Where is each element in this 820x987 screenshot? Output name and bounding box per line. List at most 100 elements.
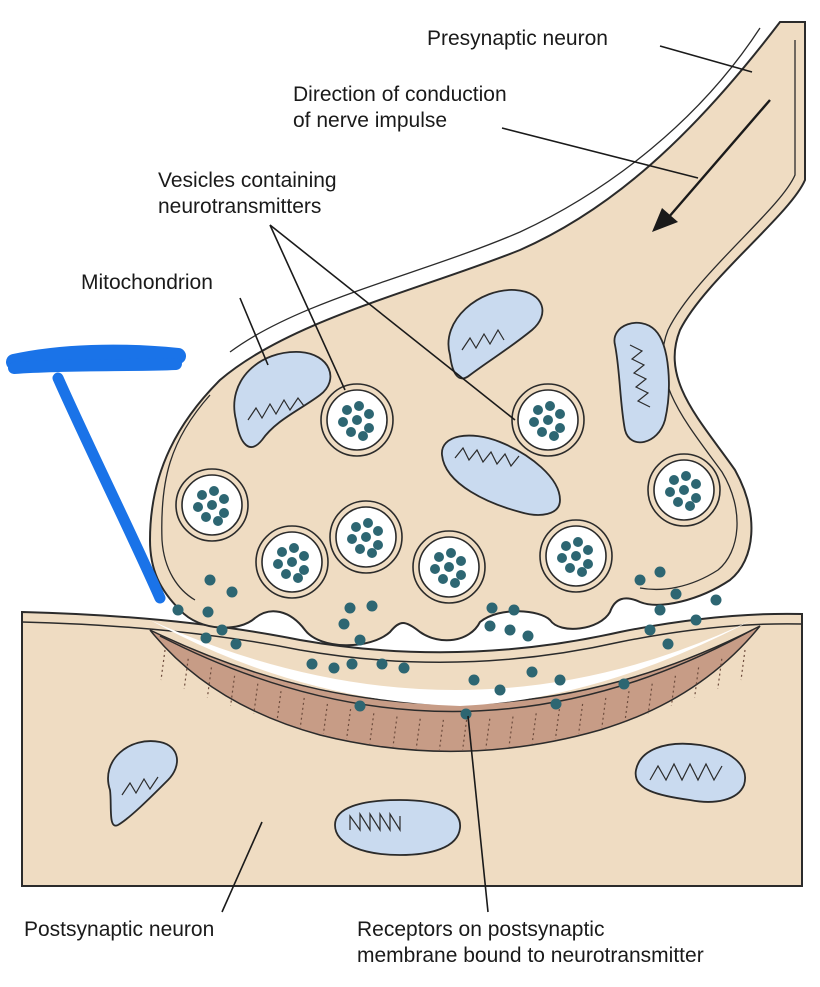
neurotransmitter: [213, 516, 223, 526]
neurotransmitter: [351, 522, 361, 532]
neurotransmitter: [172, 604, 184, 616]
neurotransmitter: [354, 634, 366, 646]
label-receptors-line-2: membrane bound to neurotransmitter: [357, 944, 704, 967]
impulse-direction-arrow: [652, 99, 771, 232]
neurotransmitter: [456, 570, 466, 580]
neurotransmitter: [201, 512, 211, 522]
receptor-dash: [601, 697, 607, 728]
vesicles: [175, 383, 721, 604]
receptor-dash: [717, 658, 723, 689]
neurotransmitter: [460, 708, 472, 720]
neurotransmitter: [344, 602, 356, 614]
neurotransmitter: [665, 487, 675, 497]
receptor-dash: [253, 683, 259, 714]
neurotransmitter: [430, 564, 440, 574]
mitochondria: [107, 289, 746, 856]
free-neurotransmitters: [172, 566, 722, 720]
neurotransmitter: [273, 559, 283, 569]
neurotransmitter: [293, 573, 303, 583]
vesicle: [320, 383, 394, 457]
receptor-dash: [647, 683, 653, 714]
neurotransmitter: [398, 662, 410, 674]
neurotransmitter: [561, 541, 571, 551]
neurotransmitter: [216, 624, 228, 636]
neurotransmitter: [543, 415, 553, 425]
receptor-dash: [299, 697, 305, 728]
receptor-dash: [392, 716, 398, 747]
neurotransmitter: [444, 562, 454, 572]
neurotransmitter: [226, 586, 238, 598]
leader-postsynaptic: [221, 821, 263, 913]
neurotransmitter: [200, 632, 212, 644]
neurotransmitter: [328, 662, 340, 674]
mitochondrion-4: [441, 434, 561, 516]
mitochondrion-1: [233, 351, 332, 448]
neurotransmitter: [197, 490, 207, 500]
neurotransmitter: [355, 544, 365, 554]
neurotransmitter: [554, 674, 566, 686]
neurotransmitter: [299, 551, 309, 561]
receptor-dash: [624, 691, 630, 722]
neurotransmitter: [352, 415, 362, 425]
receptor-dash: [369, 713, 375, 744]
receptor-dash: [160, 649, 166, 681]
neurotransmitter: [338, 618, 350, 630]
neurotransmitter: [583, 559, 593, 569]
neurotransmitter: [545, 401, 555, 411]
receptor-dash: [438, 719, 444, 750]
neurotransmitter: [555, 423, 565, 433]
neurotransmitter: [367, 548, 377, 558]
neurotransmitter: [526, 666, 538, 678]
label-direction-line-1: Direction of conduction: [293, 83, 507, 106]
neurotransmitter: [219, 494, 229, 504]
neurotransmitter: [366, 600, 378, 612]
neurotransmitter: [494, 684, 506, 696]
neurotransmitter: [193, 502, 203, 512]
receptor-dash: [206, 667, 212, 698]
receptor-dash: [740, 649, 746, 681]
neurotransmitter: [373, 540, 383, 550]
postsynaptic-membrane-outer: [21, 621, 803, 663]
neurotransmitter: [654, 604, 666, 616]
neurotransmitter: [557, 553, 567, 563]
receptor-dash: [230, 675, 236, 706]
neurotransmitter: [685, 501, 695, 511]
neurotransmitter: [346, 658, 358, 670]
neurotransmitter: [571, 551, 581, 561]
postsynaptic-membrane-inner: [159, 629, 753, 713]
neurotransmitter: [529, 417, 539, 427]
receptor-dash: [531, 713, 537, 744]
label-vesicles-line-1: Vesicles containing: [158, 169, 337, 192]
label-direction-line-2: of nerve impulse: [293, 109, 448, 132]
neurotransmitter: [669, 475, 679, 485]
neurotransmitter: [522, 630, 534, 642]
neurotransmitter: [537, 427, 547, 437]
neurotransmitter: [434, 552, 444, 562]
neurotransmitter: [673, 497, 683, 507]
neurotransmitter: [230, 638, 242, 650]
neurotransmitter: [577, 567, 587, 577]
leader-direction: [501, 127, 699, 179]
neurotransmitter: [504, 624, 516, 636]
receptor-dash: [670, 675, 676, 706]
neurotransmitter: [486, 602, 498, 614]
neurotransmitter: [446, 548, 456, 558]
presynaptic-membrane-inner: [161, 40, 796, 601]
receptor-dash: [694, 667, 700, 698]
label-receptors-line-1: Receptors on postsynaptic: [357, 918, 605, 941]
neurotransmitter: [373, 526, 383, 536]
mitochondria-cristae: [121, 328, 723, 833]
leader-mito: [239, 297, 269, 366]
neurotransmitter: [346, 427, 356, 437]
neurotransmitter: [376, 658, 388, 670]
leader-vesicles-a: [269, 224, 346, 391]
mitochondrion-5: [107, 740, 178, 827]
mitochondrion-7: [634, 742, 746, 803]
neurotransmitter: [306, 658, 318, 670]
neurotransmitter: [550, 698, 562, 710]
mitochondrion-6: [334, 799, 461, 856]
label-postsynaptic-neuron: Postsynaptic neuron: [24, 918, 215, 941]
neurotransmitter: [654, 566, 666, 578]
receptor-dash: [508, 716, 514, 747]
